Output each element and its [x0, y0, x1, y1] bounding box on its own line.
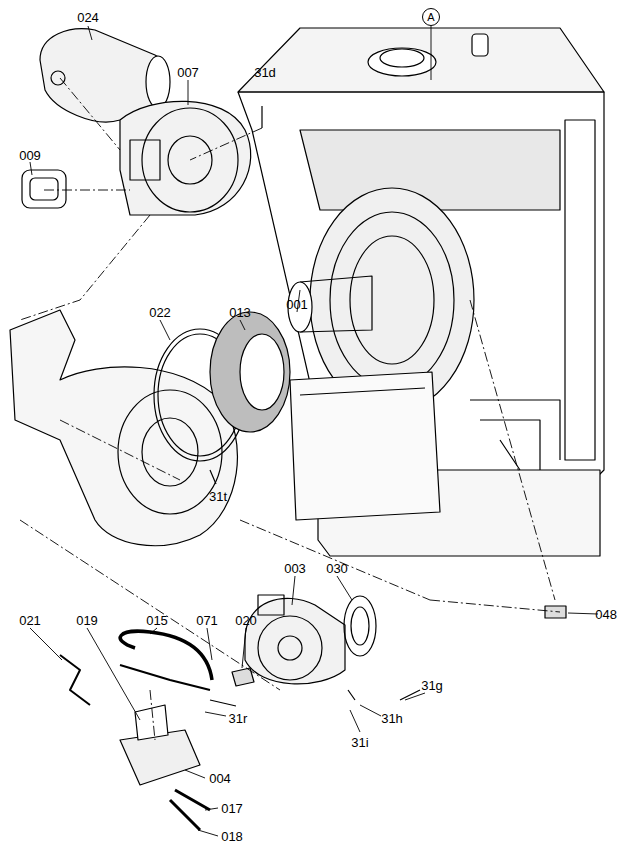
callout-number: 030 [326, 562, 348, 575]
callout-number: 31t [209, 490, 227, 503]
callout-number: 018 [221, 830, 243, 843]
callout-number: 007 [177, 66, 199, 79]
callout-number: 020 [235, 614, 257, 627]
callout-number: 013 [229, 306, 251, 319]
callout-number: 022 [149, 306, 171, 319]
callout-number: 001 [286, 298, 308, 311]
callout-number: 31i [351, 736, 368, 749]
callout-number: 021 [19, 614, 41, 627]
callout-number: 017 [221, 802, 243, 815]
callout-number: 009 [19, 149, 41, 162]
callout-number: 004 [209, 772, 231, 785]
callout-number: 024 [77, 11, 99, 24]
callout-number: 071 [196, 614, 218, 627]
callout-number: 003 [284, 562, 306, 575]
callout-number: 015 [146, 614, 168, 627]
callout-number: 31r [229, 712, 248, 725]
callout-number: 31g [421, 679, 443, 692]
callout-circle: A [422, 8, 440, 26]
callout-letter: A [427, 12, 434, 23]
callout-number: 019 [76, 614, 98, 627]
callout-number: 048 [595, 608, 617, 621]
callout-number: 31d [254, 66, 276, 79]
callout-number: 31h [381, 712, 403, 725]
